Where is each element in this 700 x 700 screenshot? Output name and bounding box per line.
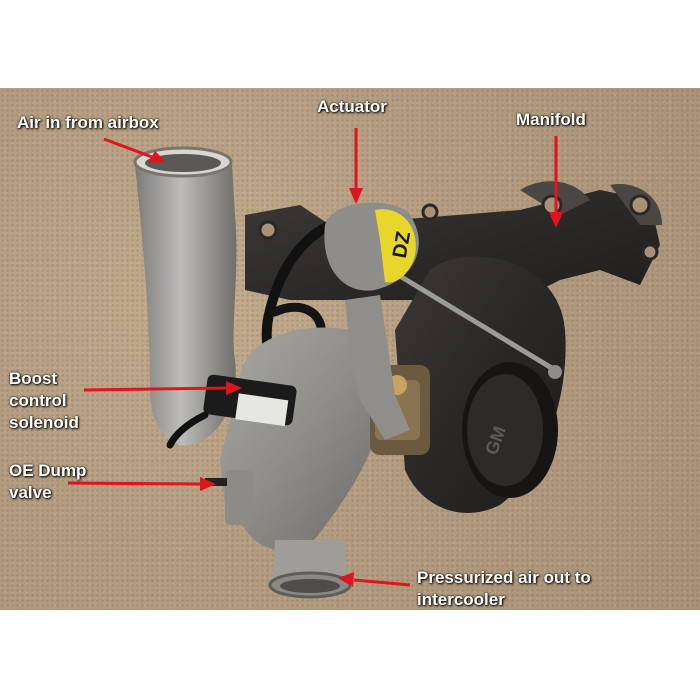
arrow-actuator <box>349 128 363 204</box>
callout-arrows <box>67 128 563 587</box>
label-pressurized-air: Pressurized air out to intercooler <box>417 568 591 609</box>
actuator-bracket <box>345 295 410 440</box>
arrow-pressurized-air <box>338 572 411 587</box>
turbine-housing: GM <box>395 256 566 513</box>
arrow-air-in <box>103 137 166 163</box>
wastegate-actuator: DZ <box>324 202 419 291</box>
label-dump-valve: OE Dump valve <box>9 461 87 502</box>
label-boost-control-solenoid: Boost control solenoid <box>9 369 79 432</box>
label-actuator: Actuator <box>317 97 387 116</box>
actuator-rod <box>388 267 557 373</box>
arrow-solenoid <box>83 381 242 395</box>
label-manifold: Manifold <box>516 110 586 129</box>
dump-valve-nipple <box>205 478 227 486</box>
actuator-marking: DZ <box>389 230 415 260</box>
compressor-housing <box>205 327 388 599</box>
label-air-in: Air in from airbox <box>17 113 159 132</box>
arrow-dump-valve <box>67 477 216 491</box>
rod-end <box>548 365 562 379</box>
dump-valve-body <box>225 470 253 525</box>
arrow-manifold <box>549 136 563 228</box>
